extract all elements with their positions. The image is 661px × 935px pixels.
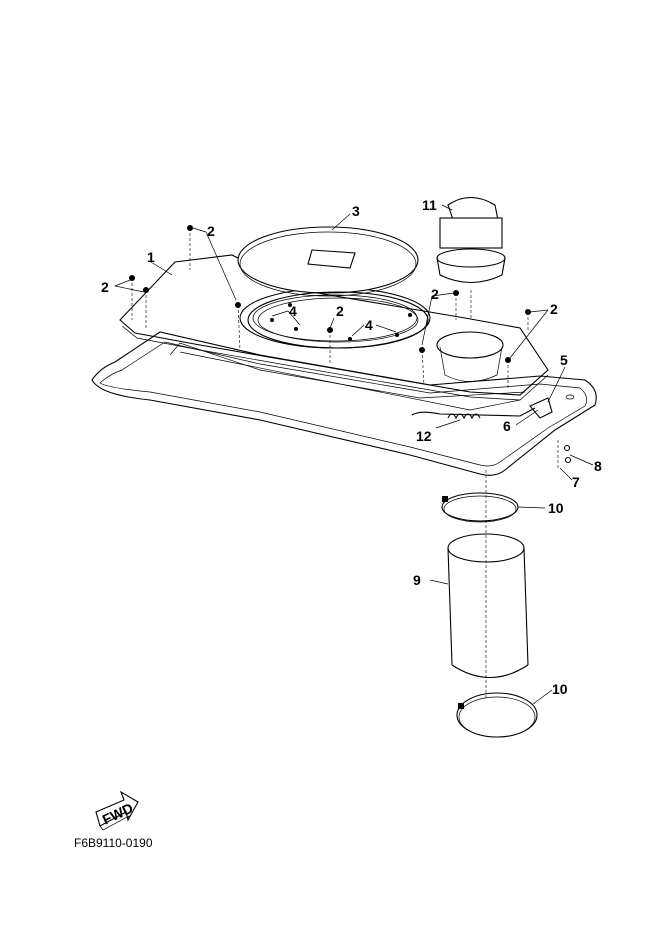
hatch-ring-part-4 [247,291,429,349]
callout-4-left: 4 [289,303,297,319]
fwd-label: FWD [100,800,136,828]
screws-part-2 [129,225,531,390]
callout-10-upper: 10 [548,500,564,516]
callout-10-lower: 10 [552,681,568,697]
cap-part-11 [436,196,506,320]
fwd-arrow-icon: FWD [95,790,139,831]
callout-4-right: 4 [365,317,373,333]
callout-2-far-right: 2 [550,301,558,317]
deck-panel-part-1 [119,254,549,401]
tray-frame [91,331,597,476]
callout-8: 8 [594,458,602,474]
fasteners-parts-7-8 [557,440,572,468]
callout-3: 3 [352,203,360,219]
callout-numbers: 1 2 2 2 2 2 3 4 4 5 6 7 8 9 10 10 11 12 [101,197,602,697]
callout-2-center: 2 [336,303,344,319]
callout-9: 9 [413,572,421,588]
callout-6: 6 [503,418,511,434]
hatch-lid-part-3 [237,226,419,297]
lanyard-part-12 [411,397,553,420]
tube-part-9 [447,470,529,700]
callout-5: 5 [560,352,568,368]
callout-2-top: 2 [207,223,215,239]
clamp-band-upper-part-10 [441,492,519,523]
clamp-band-lower-part-10 [456,692,538,738]
callout-7: 7 [572,474,580,490]
callout-12: 12 [416,428,432,444]
callout-2-right: 2 [431,286,439,302]
leader-lines [114,204,594,705]
figure-code: F6B9110-0190 [74,836,153,850]
callout-11: 11 [422,197,437,213]
callout-1: 1 [147,249,155,265]
callout-2-left: 2 [101,279,109,295]
